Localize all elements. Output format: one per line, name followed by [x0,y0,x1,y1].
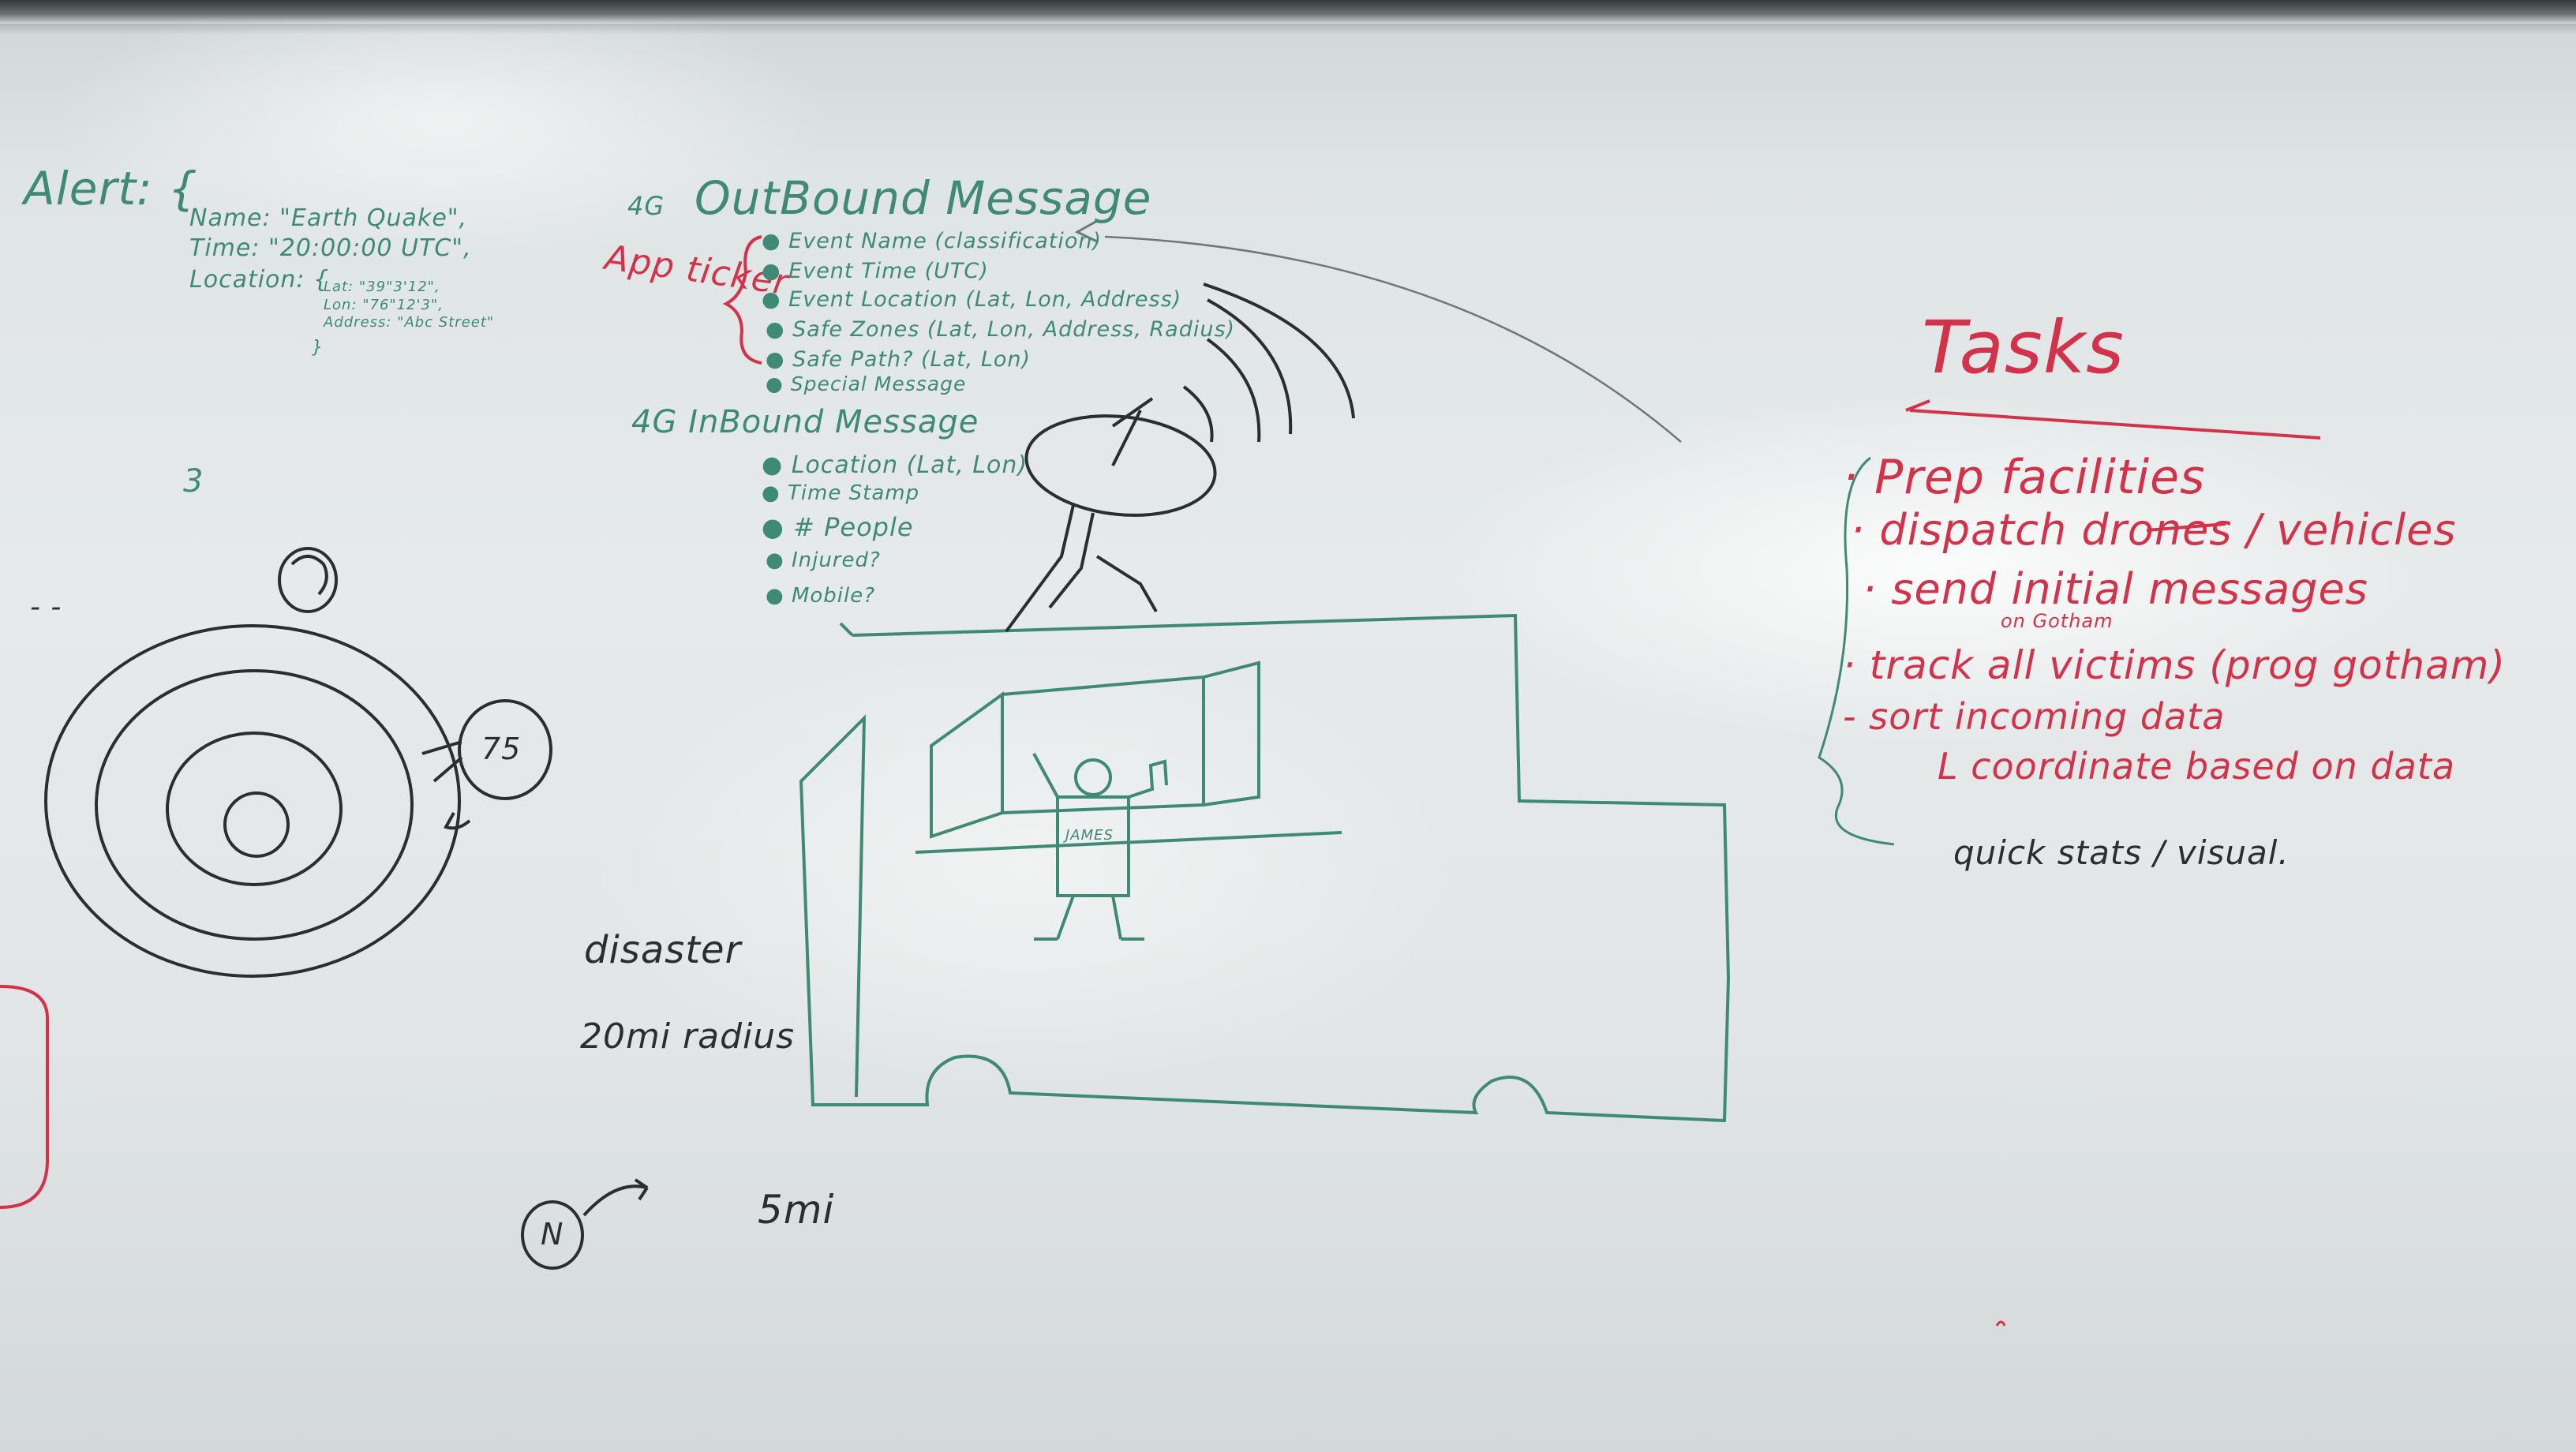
truck-badge: JAMES [1065,827,1114,844]
inbound-item-2-text: Time Stamp [787,481,920,505]
outbound-item-4-text: Safe Zones (Lat, Lon, Address, Radius) [792,317,1236,342]
signal-arc [1104,235,1682,443]
outbound-item-3-text: Event Location (Lat, Lon, Address) [788,287,1182,312]
circle-n [521,1178,649,1270]
five-mi-label: 5mi [758,1187,835,1233]
alert-title: Alert: { [24,162,198,215]
inbound-item-4-text: Injured? [791,548,881,572]
task-item-3-text: send initial messages [1891,564,2368,614]
inbound-item-4: ● Injured? [766,548,881,572]
task-item-1: · Prep facilities [1843,450,2206,505]
dash-label: - - [30,591,62,623]
inbound-item-5: ● Mobile? [766,584,876,608]
inbound-item-3: ● # People [762,512,914,542]
inbound-item-1-text: Location (Lat, Lon) [791,451,1028,479]
whiteboard-edge-shadow [0,24,2576,35]
task-item-4: · track all victims (prog gotham) [1843,642,2506,688]
whiteboard-frame [0,0,2576,24]
alert-close: } [312,338,324,357]
app-ticker-bracket [722,235,762,365]
outbound-item-1-text: Event Name (classification) [788,229,1103,253]
outbound-item-5-text: Safe Path? (Lat, Lon) [792,347,1032,372]
outbound-item-4: ● Safe Zones (Lat, Lon, Address, Radius) [766,317,1236,342]
alert-address: Address: "Abc Street" [324,314,495,331]
outbound-item-6-text: Special Message [790,372,967,395]
concentric-circles [44,624,461,978]
three-label: 3 [183,463,204,500]
alert-name: Name: "Earth Quake", [189,204,468,232]
alert-lon: Lon: "76"12'3", [324,297,444,313]
alert-time: Time: "20:00:00 UTC", [189,234,472,262]
inbound-item-1: ● Location (Lat, Lon) [762,451,1028,479]
tasks-underline [1905,399,2321,440]
signal-arrow [1074,219,1098,243]
radius-label: 20mi radius [580,1016,796,1057]
disaster-label: disaster [584,928,742,972]
task-item-5: - sort incoming data [1843,695,2226,738]
task-item-2: · dispatch drones / vehicles [1851,505,2457,555]
outbound-item-6: ● Special Message [766,372,967,395]
outbound-prefix: 4G [627,191,665,221]
outbound-item-3: ● Event Location (Lat, Lon, Address) [762,287,1182,312]
small-circle-top [278,547,338,613]
circle-75-label: 75 [481,732,522,766]
task-item-5-text: sort incoming data [1869,695,2226,738]
tasks-footer: quick stats / visual. [1953,833,2290,872]
inbound-item-2: ● Time Stamp [762,481,920,505]
inbound-title: 4G InBound Message [631,404,979,440]
truck-sketch [799,613,1731,1123]
task-initial-note: on Gotham [2001,610,2114,632]
outbound-item-2: ● Event Time (UTC) [762,259,989,283]
circle-75 [421,699,552,830]
outbound-item-1: ● Event Name (classification) [762,229,1103,253]
satellite-dish [1005,283,1355,633]
inbound-item-5-text: Mobile? [791,584,876,608]
circle-n-label: N [541,1217,564,1252]
task-item-4-text: track all victims (prog gotham) [1869,642,2506,688]
task-item-3: · send initial messages [1863,564,2368,614]
outbound-item-5: ● Safe Path? (Lat, Lon) [766,347,1032,372]
outbound-title: OutBound Message [695,171,1152,225]
alert-location: Location: { [189,266,330,294]
task-sub-item: L coordinate based on data [1938,745,2456,788]
red-mark [1995,1320,2006,1327]
task-item-1-text: Prep facilities [1874,450,2206,505]
strike-dispatch [2146,522,2226,532]
task-item-2-text: dispatch drones / vehicles [1879,505,2457,555]
inbound-item-3-text: # People [793,512,914,542]
tasks-title: Tasks [1922,305,2125,390]
outbound-item-2-text: Event Time (UTC) [788,259,989,283]
red-bracket-left [0,985,49,1209]
alert-lat: Lat: "39"3'12", [324,279,440,295]
tasks-brace [1818,456,1895,846]
